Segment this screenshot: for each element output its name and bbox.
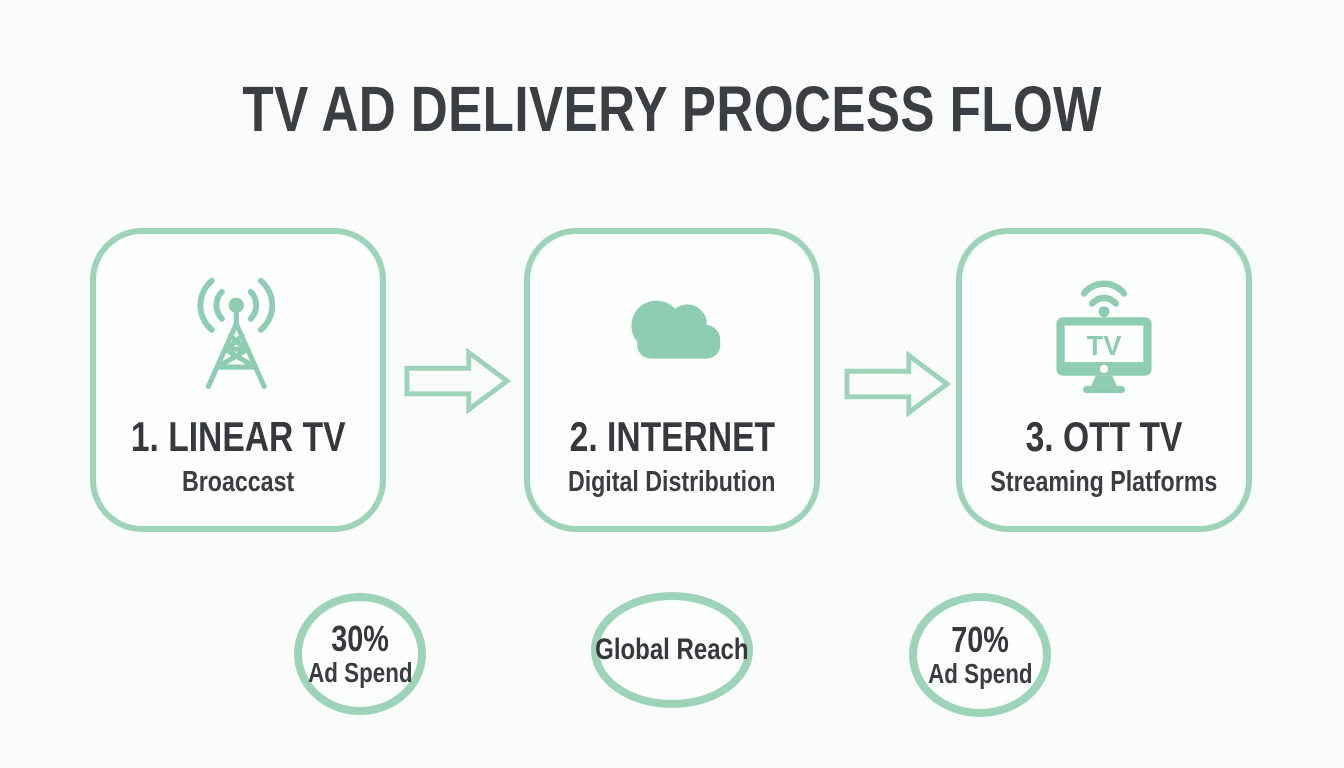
flow-arrow-icon <box>404 347 512 415</box>
badge-value: Global Reach <box>595 633 749 666</box>
badge-label: Ad Spend <box>927 658 1033 689</box>
step-card-linear-tv: 1. LINEAR TV Broaccast <box>90 228 386 532</box>
step-icon-wrap: TV <box>1040 246 1168 416</box>
step-subtitle: Broaccast <box>181 466 295 498</box>
broadcast-tower-icon <box>197 277 276 389</box>
step-card-internet: 2. INTERNET Digital Distribution <box>524 228 820 532</box>
smart-tv-icon: TV <box>1056 280 1152 394</box>
step-icon-wrap <box>183 246 293 416</box>
badge-value: 70% <box>951 619 1009 660</box>
flow-arrow-icon <box>844 350 952 418</box>
badge-ad-spend-linear: 30% Ad Spend <box>294 593 426 715</box>
cloud-icon <box>631 300 721 359</box>
step-icon-wrap <box>614 246 730 416</box>
step-heading: 3. OTT TV <box>1025 413 1183 460</box>
step-subtitle: Streaming Platforms <box>990 466 1218 498</box>
step-heading: 2. INTERNET <box>569 413 775 460</box>
badge-label: Ad Spend <box>307 657 413 688</box>
step-heading: 1. LINEAR TV <box>130 413 346 460</box>
badge-ad-spend-ott: 70% Ad Spend <box>909 593 1051 717</box>
page-title-text: TV AD DELIVERY PROCESS FLOW <box>242 73 1102 145</box>
tv-screen-label: TV <box>1086 330 1122 361</box>
step-subtitle: Digital Distribution <box>568 466 776 498</box>
page-title: TV AD DELIVERY PROCESS FLOW <box>0 72 1344 146</box>
step-card-ott-tv: TV 3. OTT TV Streaming Platforms <box>956 228 1252 532</box>
badge-value: 30% <box>331 618 389 659</box>
badge-global-reach: Global Reach <box>591 592 753 708</box>
